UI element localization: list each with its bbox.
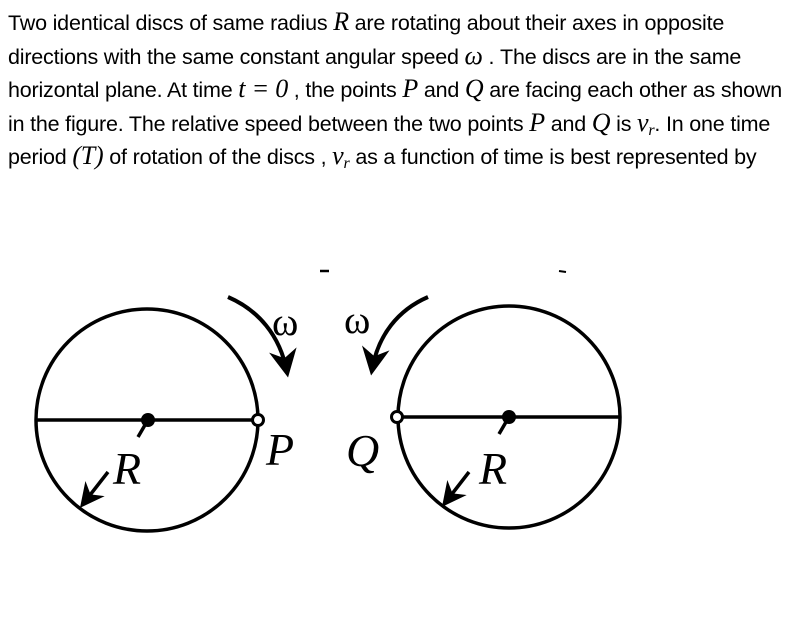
math-v-r: vr bbox=[637, 107, 655, 139]
right-omega-label: ω bbox=[344, 297, 370, 342]
point-Q-marker bbox=[390, 410, 404, 424]
math-v-r: vr bbox=[332, 141, 350, 172]
math-period-T: (T) bbox=[72, 141, 104, 170]
left-disc-center-dot bbox=[141, 413, 155, 427]
math-point-P: P bbox=[529, 107, 545, 137]
right-disc-center-dot bbox=[502, 410, 516, 424]
math-radius-R: R bbox=[333, 7, 349, 36]
point-P-marker bbox=[251, 413, 265, 427]
point-Q-label: Q bbox=[346, 425, 379, 476]
left-radius-label: R bbox=[112, 443, 141, 494]
clockwise-arrow-icon bbox=[227, 295, 297, 378]
scan-mark bbox=[558, 270, 567, 273]
question-text: Two identical discs of same radius R are… bbox=[8, 6, 796, 174]
question-segment: of rotation of the discs , bbox=[103, 145, 333, 169]
question-segment: and bbox=[418, 78, 465, 102]
question-segment: . In one time period bbox=[8, 111, 771, 170]
left-radius-arrow-icon bbox=[79, 470, 110, 508]
math-point-Q: Q bbox=[464, 74, 484, 103]
right-disc: R Q ω bbox=[344, 295, 622, 530]
math-point-Q: Q bbox=[591, 107, 611, 137]
question-segment: Two identical discs of same radius bbox=[8, 11, 334, 35]
math-omega: ω bbox=[464, 40, 483, 70]
discs-figure: R P ω R Q ω bbox=[34, 269, 622, 533]
question-segment: , the points bbox=[288, 78, 403, 102]
left-omega-label: ω bbox=[272, 299, 298, 344]
math-subscript-r: r bbox=[343, 155, 350, 172]
left-disc: R P ω bbox=[34, 295, 298, 533]
question-segment: are rotating about their axes in opposit… bbox=[8, 11, 725, 69]
question-segment: as a function of time is best represente… bbox=[349, 145, 757, 169]
math-subscript-r: r bbox=[648, 121, 655, 139]
question-segment: is bbox=[610, 111, 638, 136]
right-radius-arrow-icon bbox=[442, 470, 471, 507]
math-t-equals-zero: t = 0 bbox=[238, 74, 289, 103]
question-segment: and bbox=[544, 111, 592, 136]
question-segment: . The discs are in the same horizontal p… bbox=[8, 44, 742, 103]
math-point-P: P bbox=[402, 74, 419, 103]
left-radius-tick bbox=[136, 424, 147, 438]
point-P-label: P bbox=[265, 424, 294, 475]
math-v: v bbox=[332, 141, 344, 170]
question-segment: are facing each other as shown in the fi… bbox=[8, 78, 783, 136]
right-radius-label: R bbox=[478, 443, 507, 494]
counterclockwise-arrow-icon bbox=[361, 295, 429, 376]
right-radius-tick bbox=[497, 421, 508, 435]
math-v: v bbox=[637, 107, 649, 137]
